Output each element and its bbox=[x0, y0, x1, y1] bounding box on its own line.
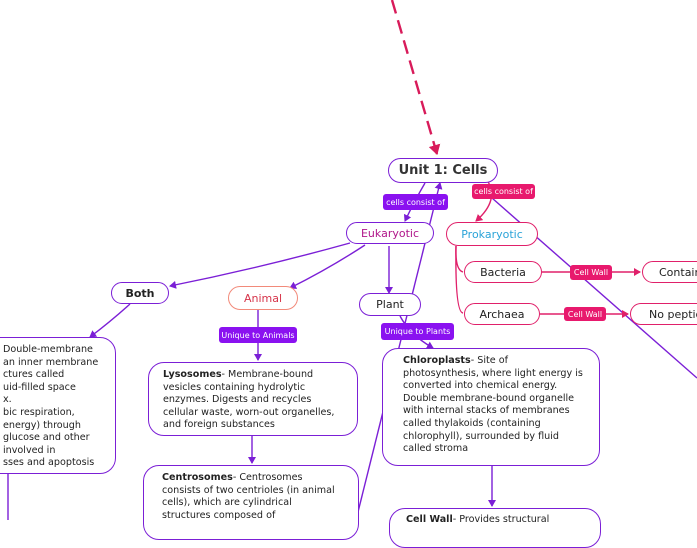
tag-label: Unique to Animals bbox=[221, 330, 295, 340]
tag-unique-to-animals: Unique to Animals bbox=[219, 327, 297, 343]
node-prokaryotic-label: Prokaryotic bbox=[461, 227, 523, 241]
mito-line: Double-membrane bbox=[3, 344, 93, 355]
node-both-label: Both bbox=[125, 286, 155, 300]
edge-prok-archaea bbox=[455, 245, 464, 314]
mito-line: an inner membrane bbox=[3, 356, 99, 368]
centrosomes-text: - Centrosomes consists of two centrioles… bbox=[162, 472, 335, 521]
dashed-arrow bbox=[390, 0, 441, 155]
box-mitochondria[interactable]: Double-membrane an inner membrane ctures… bbox=[0, 337, 116, 474]
centrosomes-title: Centrosomes bbox=[162, 472, 233, 483]
tag-cells-consist-of-prokaryotic: cells consist of bbox=[472, 184, 535, 199]
edge-euk-animal bbox=[289, 244, 366, 289]
mito-line: x. bbox=[3, 394, 12, 406]
mito-line: glucose and other bbox=[3, 432, 90, 444]
box-lysosomes[interactable]: Lysosomes- Membrane-bound vesicles conta… bbox=[148, 362, 358, 436]
node-plant-label: Plant bbox=[376, 298, 404, 311]
edge-prok-bacteria bbox=[455, 245, 464, 273]
tag-unique-to-plants: Unique to Plants bbox=[381, 323, 454, 340]
node-contain[interactable]: Contain bbox=[642, 261, 697, 283]
node-archaea-label: Archaea bbox=[479, 307, 525, 321]
mito-line: uid-filled space bbox=[3, 381, 76, 393]
chloroplasts-text: - Site of photosynthesis, where light en… bbox=[403, 355, 583, 455]
tag-label: Unique to Plants bbox=[384, 327, 451, 336]
mito-line: ctures called bbox=[3, 369, 65, 381]
node-root[interactable]: Unit 1: Cells bbox=[388, 158, 498, 183]
lysosomes-text: - Membrane-bound vesicles containing hyd… bbox=[163, 369, 335, 431]
node-contain-label: Contain bbox=[659, 265, 697, 279]
node-root-label: Unit 1: Cells bbox=[398, 163, 488, 178]
edge-both-box bbox=[89, 303, 131, 338]
node-animal-label: Animal bbox=[243, 291, 283, 305]
mito-line: energy) through bbox=[3, 419, 81, 431]
tag-label: cells consist of bbox=[386, 197, 445, 207]
tag-cell-wall-bacteria: Cell Wall bbox=[570, 265, 612, 280]
node-no-peptid-label: No peptid bbox=[649, 307, 697, 321]
mito-line: bic respiration, bbox=[3, 406, 75, 418]
lysosomes-title: Lysosomes bbox=[163, 369, 222, 380]
tag-label: cells consist of bbox=[474, 187, 533, 196]
node-both[interactable]: Both bbox=[111, 282, 169, 304]
node-plant[interactable]: Plant bbox=[359, 293, 421, 316]
tag-cells-consist-of-eukaryotic: cells consist of bbox=[383, 194, 448, 210]
tag-cell-wall-archaea: Cell Wall bbox=[564, 307, 606, 321]
node-bacteria[interactable]: Bacteria bbox=[464, 261, 542, 283]
node-eukaryotic-label: Eukaryotic bbox=[360, 226, 420, 240]
node-prokaryotic[interactable]: Prokaryotic bbox=[446, 222, 538, 246]
edge-root-prokaryotic bbox=[475, 179, 493, 222]
mito-line: sses and apoptosis bbox=[3, 457, 95, 469]
tag-label: Cell Wall bbox=[567, 309, 603, 319]
box-chloroplasts[interactable]: Chloroplasts- Site of photosynthesis, wh… bbox=[382, 348, 600, 466]
mito-line: involved in bbox=[3, 444, 56, 456]
edge-euk-both bbox=[169, 242, 351, 289]
chloroplasts-title: Chloroplasts bbox=[403, 355, 471, 366]
box-cell-wall[interactable]: Cell Wall- Provides structural bbox=[389, 508, 601, 548]
node-no-peptid[interactable]: No peptid bbox=[630, 303, 697, 325]
tag-label: Cell Wall bbox=[573, 268, 609, 277]
node-bacteria-label: Bacteria bbox=[480, 265, 526, 279]
box-centrosomes[interactable]: Centrosomes- Centrosomes consists of two… bbox=[143, 465, 359, 540]
node-eukaryotic[interactable]: Eukaryotic bbox=[346, 222, 434, 244]
node-animal[interactable]: Animal bbox=[228, 286, 298, 310]
node-archaea[interactable]: Archaea bbox=[464, 303, 540, 325]
